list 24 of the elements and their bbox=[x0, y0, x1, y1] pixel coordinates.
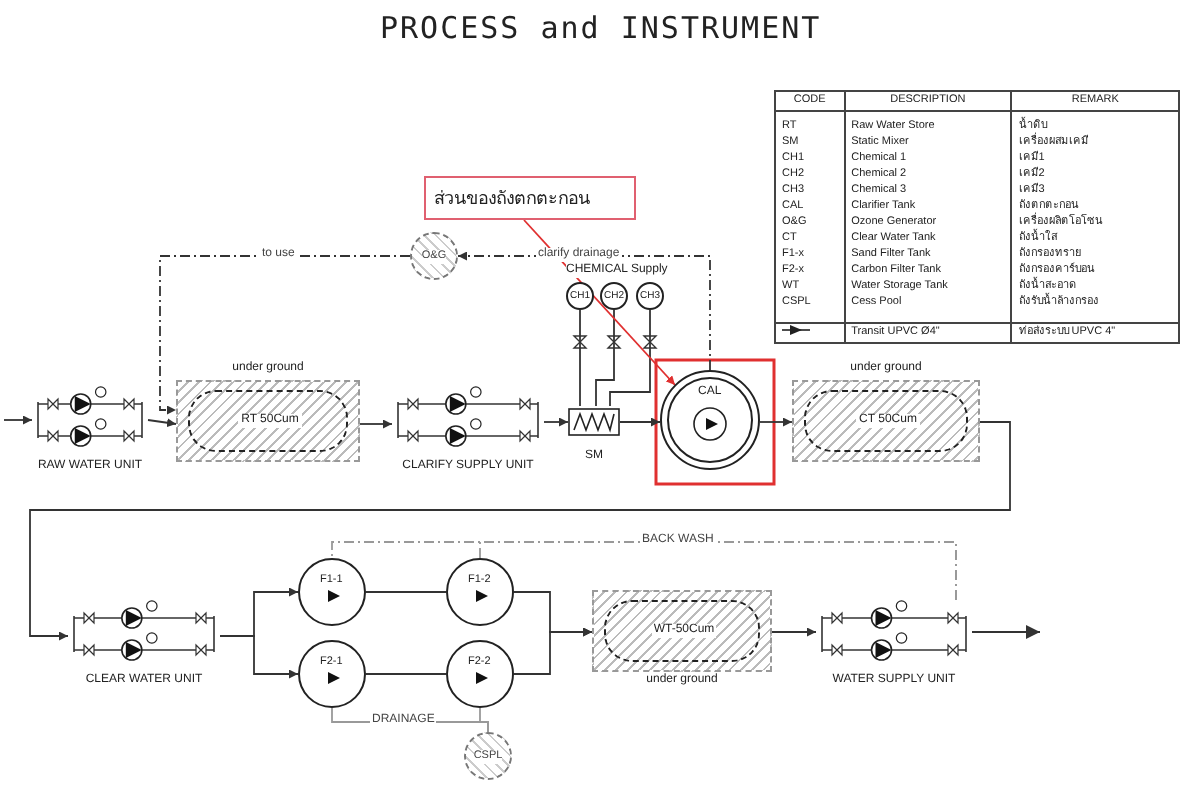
pipe-line bbox=[147, 418, 177, 428]
callout-box: ส่วนของถังตกตะกอน bbox=[424, 176, 636, 220]
pipe-line bbox=[609, 309, 651, 407]
pipe-line bbox=[479, 707, 489, 733]
pipe-line bbox=[759, 417, 793, 427]
pipe-line bbox=[3, 415, 33, 425]
filter-tank bbox=[298, 640, 366, 708]
filter-tank bbox=[446, 558, 514, 626]
pipe-line bbox=[595, 309, 615, 407]
pipe-line bbox=[513, 627, 593, 675]
diagram-title: PROCESS and INSTRUMENT bbox=[380, 10, 822, 46]
pipe-line bbox=[971, 624, 1041, 640]
pipe-line bbox=[365, 673, 447, 675]
pipe-line bbox=[579, 309, 581, 407]
pipe-line bbox=[771, 627, 817, 637]
filter-tank bbox=[446, 640, 514, 708]
pipe-line bbox=[29, 421, 1011, 641]
pipe-line bbox=[619, 417, 661, 427]
pipe-line bbox=[543, 417, 569, 427]
filter-tank bbox=[298, 558, 366, 626]
pipe-line bbox=[365, 591, 447, 593]
pipe-line bbox=[159, 255, 411, 415]
pipe-line bbox=[359, 419, 393, 429]
pipe-line bbox=[219, 635, 299, 679]
